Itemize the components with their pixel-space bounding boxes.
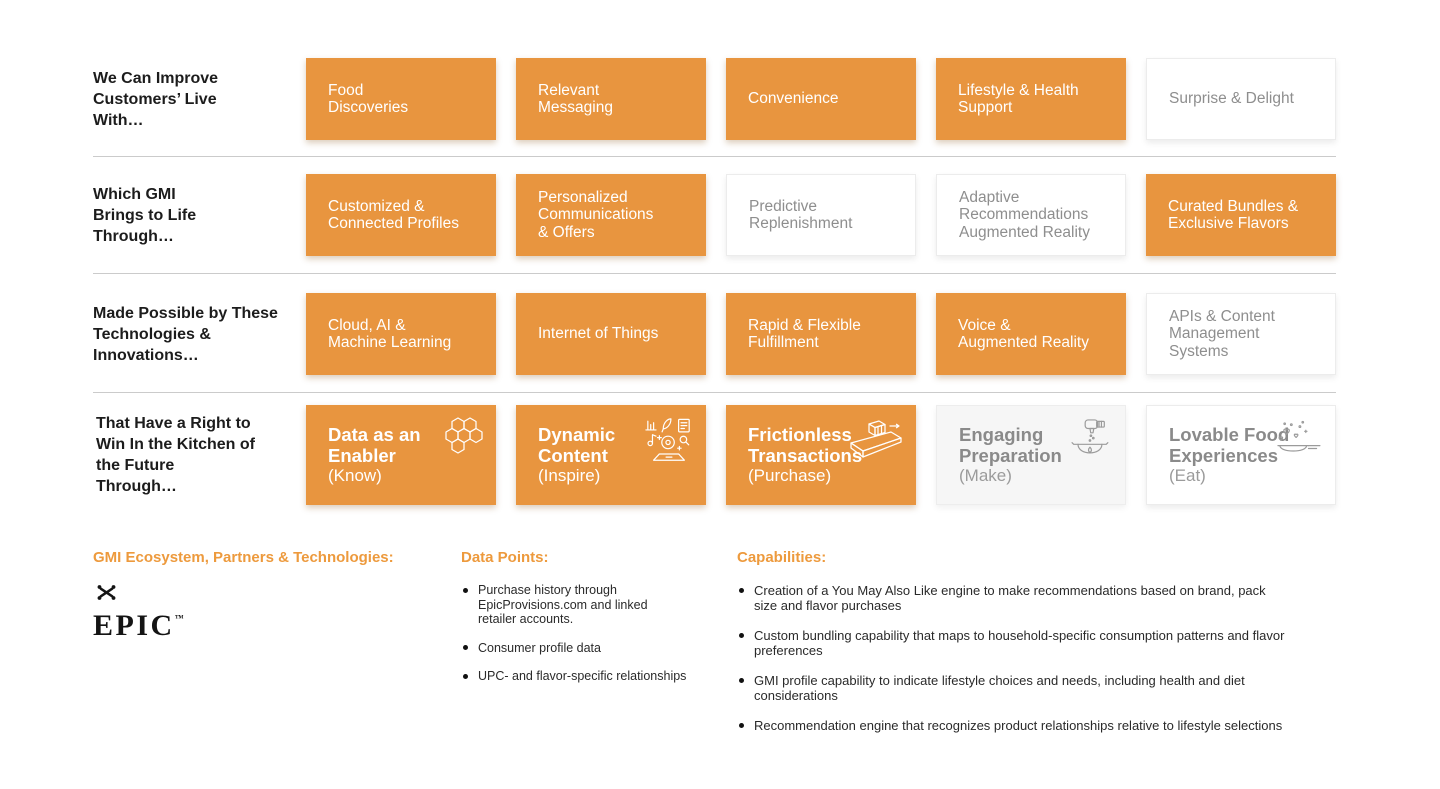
row-label-journey: That Have a Right to Win In the Kitchen … (96, 415, 255, 495)
row-divider (93, 273, 1336, 274)
card-engaging-preparation: Engaging Preparation (Make) (936, 405, 1126, 505)
card-adaptive-recommendations: Adaptive Recommendations Augmented Reali… (936, 174, 1126, 256)
row-2-cards: Customized & Connected Profiles Personal… (306, 174, 1336, 256)
card-frictionless-transactions: Frictionless Transactions (Purchase) (726, 405, 916, 505)
card-cloud-ai-ml: Cloud, AI & Machine Learning (306, 293, 496, 375)
honeycomb-icon (438, 417, 484, 455)
list-item: Creation of a You May Also Like engine t… (737, 583, 1289, 613)
card-voice-augmented-reality: Voice & Augmented Reality (936, 293, 1126, 375)
checkout-conveyor-icon (846, 417, 904, 459)
card-curated-bundles: Curated Bundles & Exclusive Flavors (1146, 174, 1336, 256)
cooking-pot-icon (1065, 418, 1113, 462)
trademark-mark: ™ (174, 613, 184, 623)
row-experiences: Which GMI Brings to Life Through… Custom… (93, 174, 1336, 256)
card-rapid-flexible-fulfillment: Rapid & Flexible Fulfillment (726, 293, 916, 375)
card-personalized-communications: Personalized Communications & Offers (516, 174, 706, 256)
list-item: Recommendation engine that recognizes pr… (737, 718, 1289, 733)
capabilities-section: Capabilities: Creation of a You May Also… (737, 549, 1289, 748)
dynamic-content-icon (644, 417, 694, 464)
data-points-heading: Data Points: (461, 549, 549, 566)
list-item: Purchase history through EpicProvisions.… (461, 583, 689, 627)
row-technologies: Made Possible by These Technologies & In… (93, 293, 1336, 375)
list-item: Consumer profile data (461, 641, 689, 656)
card-convenience: Convenience (726, 58, 916, 140)
data-points-list: Purchase history through EpicProvisions.… (461, 583, 689, 684)
epic-wordmark: EPIC™ (93, 609, 184, 642)
row-label-technologies: Made Possible by These Technologies & In… (93, 304, 278, 364)
row-4-cards: Data as an Enabler (Know) Dynamic Conten… (306, 405, 1336, 505)
list-item: GMI profile capability to indicate lifes… (737, 673, 1289, 703)
card-lovable-food-experiences: Lovable Food Experiences (Eat) (1146, 405, 1336, 505)
data-points-section: Data Points: Purchase history through Ep… (461, 549, 689, 698)
frying-pan-icon (1273, 418, 1323, 458)
ecosystem-heading: GMI Ecosystem, Partners & Technologies: (93, 549, 394, 566)
epic-logo: EPIC™ (93, 583, 443, 641)
capabilities-heading: Capabilities: (737, 549, 827, 566)
row-1-cards: Food Discoveries Relevant Messaging Conv… (306, 58, 1336, 140)
row-label-experiences: Which GMI Brings to Life Through… (93, 185, 197, 245)
list-item: Custom bundling capability that maps to … (737, 628, 1289, 658)
card-food-discoveries: Food Discoveries (306, 58, 496, 140)
card-relevant-messaging: Relevant Messaging (516, 58, 706, 140)
card-internet-of-things: Internet of Things (516, 293, 706, 375)
row-divider (93, 156, 1336, 157)
row-label-customer-benefits: We Can Improve Customers’ Live With… (93, 69, 219, 129)
ecosystem-section: GMI Ecosystem, Partners & Technologies: … (93, 549, 443, 641)
card-customized-connected-profiles: Customized & Connected Profiles (306, 174, 496, 256)
crossed-bones-icon (97, 585, 116, 600)
card-apis-content-management: APIs & Content Management Systems (1146, 293, 1336, 375)
row-divider (93, 392, 1336, 393)
card-data-as-an-enabler: Data as an Enabler (Know) (306, 405, 496, 505)
capabilities-list: Creation of a You May Also Like engine t… (737, 583, 1289, 733)
row-journey: That Have a Right to Win In the Kitchen … (93, 405, 1336, 505)
card-dynamic-content: Dynamic Content (Inspire) (516, 405, 706, 505)
list-item: UPC- and flavor-specific relationships (461, 669, 689, 684)
row-3-cards: Cloud, AI & Machine Learning Internet of… (306, 293, 1336, 375)
card-predictive-replenishment: Predictive Replenishment (726, 174, 916, 256)
card-surprise-delight: Surprise & Delight (1146, 58, 1336, 140)
card-lifestyle-health-support: Lifestyle & Health Support (936, 58, 1126, 140)
row-customer-benefits: We Can Improve Customers’ Live With… Foo… (93, 58, 1336, 140)
